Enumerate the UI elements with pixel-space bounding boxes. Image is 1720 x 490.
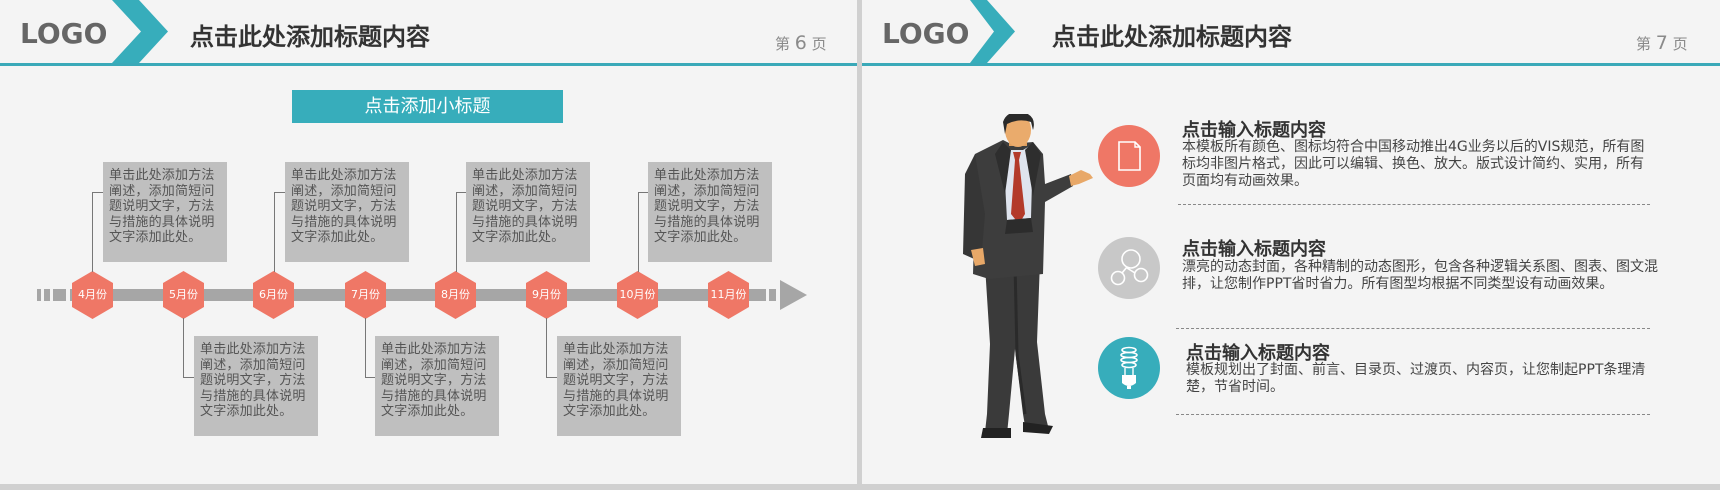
timeline-arrow-icon (780, 280, 807, 310)
page-suffix: 页 (811, 35, 827, 53)
page-number: 第 6 页 (775, 32, 827, 54)
item-title[interactable]: 点击输入标题内容 (1182, 120, 1326, 141)
lightbulb-icon (1120, 346, 1138, 389)
item-description[interactable]: 模板规划出了封面、前言、目录页、过渡页、内容页，让您制起PPT条理清楚，节省时间… (1186, 362, 1646, 395)
connector-line (92, 192, 103, 193)
network-nodes-icon (1110, 249, 1149, 286)
businessman-illustration (963, 114, 1093, 438)
description-box[interactable]: 单击此处添加方法阐述，添加简短问题说明文字，方法与措施的具体说明文字添加此处。 (557, 336, 681, 436)
connector-line (92, 192, 93, 272)
month-marker[interactable]: 9月份 (526, 271, 567, 319)
dotted-divider (1178, 204, 1650, 205)
logo: LOGO (20, 17, 108, 50)
axis-dash (752, 289, 766, 301)
page-prefix: 第 (775, 35, 791, 53)
connector-line (274, 192, 275, 272)
item-icon-circle (1098, 237, 1160, 299)
page-number-value: 6 (794, 32, 807, 54)
document-icon (1118, 141, 1141, 171)
month-marker[interactable]: 10月份 (617, 271, 658, 319)
description-box[interactable]: 单击此处添加方法阐述，添加简短问题说明文字，方法与措施的具体说明文字添加此处。 (648, 162, 772, 262)
connector-line (638, 192, 649, 193)
item-title[interactable]: 点击输入标题内容 (1182, 239, 1326, 260)
connector-line (546, 377, 557, 378)
item-title[interactable]: 点击输入标题内容 (1186, 343, 1330, 364)
axis-dash (44, 289, 50, 301)
connector-line (183, 377, 194, 378)
timeline-axis (70, 289, 752, 301)
page-number-value: 7 (1655, 32, 1668, 54)
chevron-arrow-icon (970, 0, 1015, 63)
description-box[interactable]: 单击此处添加方法阐述，添加简短问题说明文字，方法与措施的具体说明文字添加此处。 (285, 162, 409, 262)
axis-dash (37, 289, 41, 301)
description-box[interactable]: 单击此处添加方法阐述，添加简短问题说明文字，方法与措施的具体说明文字添加此处。 (103, 162, 227, 262)
dotted-divider (1176, 328, 1650, 329)
chevron-arrow-icon (112, 0, 168, 63)
connector-line (456, 192, 467, 193)
connector-line (365, 318, 366, 378)
axis-dash (769, 289, 776, 301)
dotted-divider (1176, 414, 1650, 415)
header-divider (862, 63, 1720, 66)
item-icon-circle (1098, 337, 1160, 399)
slide-title[interactable]: 点击此处添加标题内容 (1052, 23, 1292, 51)
item-icon-circle (1098, 125, 1160, 187)
connector-line (183, 318, 184, 378)
month-marker[interactable]: 6月份 (253, 271, 294, 319)
month-marker[interactable]: 5月份 (163, 271, 204, 319)
page-number: 第 7 页 (1636, 32, 1688, 54)
connector-line (456, 192, 457, 272)
month-marker[interactable]: 8月份 (435, 271, 476, 319)
item-description[interactable]: 漂亮的动态封面，各种精制的动态图形，包含各种逻辑关系图、图表、图文混排，让您制作… (1182, 259, 1658, 292)
connector-line (638, 192, 639, 272)
slide-7[interactable]: LOGO 点击此处添加标题内容 第 7 页 (862, 0, 1720, 484)
description-box[interactable]: 单击此处添加方法阐述，添加简短问题说明文字，方法与措施的具体说明文字添加此处。 (466, 162, 590, 262)
month-marker[interactable]: 7月份 (345, 271, 386, 319)
logo: LOGO (882, 17, 970, 50)
header-divider (0, 63, 857, 66)
connector-line (274, 192, 285, 193)
slide-title[interactable]: 点击此处添加标题内容 (190, 23, 430, 51)
description-box[interactable]: 单击此处添加方法阐述，添加简短问题说明文字，方法与措施的具体说明文字添加此处。 (194, 336, 318, 436)
axis-dash (53, 289, 66, 301)
connector-line (365, 377, 376, 378)
slide-6[interactable]: LOGO 点击此处添加标题内容 第 6 页 点击添加小标题 4月份 5月份 6月… (0, 0, 857, 484)
description-box[interactable]: 单击此处添加方法阐述，添加简短问题说明文字，方法与措施的具体说明文字添加此处。 (375, 336, 499, 436)
month-marker[interactable]: 11月份 (708, 271, 749, 319)
month-marker[interactable]: 4月份 (72, 271, 113, 319)
page-prefix: 第 (1636, 35, 1652, 53)
item-description[interactable]: 本模板所有颜色、图标均符合中国移动推出4G业务以后的VIS规范，所有图标均非图片… (1182, 139, 1645, 189)
page-suffix: 页 (1672, 35, 1688, 53)
subtitle-box[interactable]: 点击添加小标题 (292, 90, 563, 123)
connector-line (546, 318, 547, 378)
